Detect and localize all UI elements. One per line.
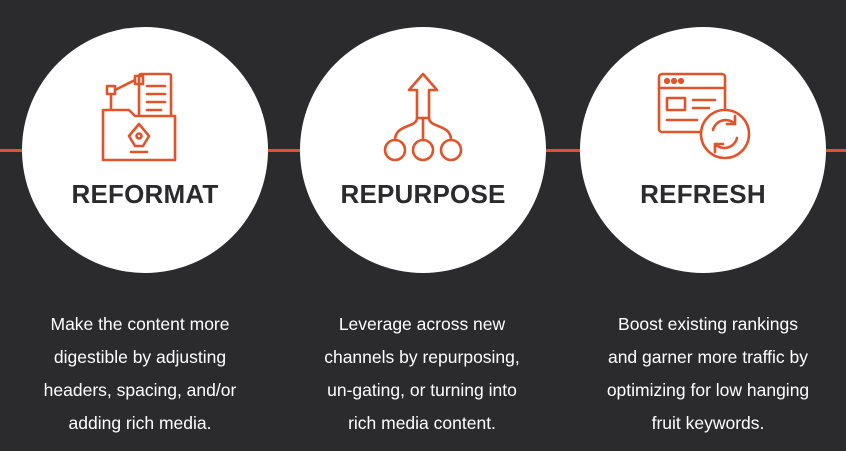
refresh-description: Boost existing rankings and garner more … — [578, 308, 838, 440]
reformat-circle: REFORMAT — [22, 27, 268, 273]
description-line: rich media content. — [348, 413, 496, 433]
repurpose-title: REPURPOSE — [340, 179, 506, 209]
refresh-circle: REFRESH — [580, 27, 826, 273]
repurpose-description: Leverage across new channels by repurpos… — [292, 308, 552, 440]
description-line: Leverage across new — [338, 314, 506, 334]
description-line: adding rich media. — [68, 413, 212, 433]
reformat-description: Make the content more digestible by adju… — [10, 308, 270, 440]
repurpose-circle: REPURPOSE — [300, 27, 546, 273]
description-line: headers, spacing, and/or — [43, 380, 237, 400]
reformat-title: REFORMAT — [71, 179, 219, 209]
folder-pen-icon — [95, 72, 195, 162]
description-line: digestible by adjusting — [53, 347, 227, 367]
description-line: Boost existing rankings — [618, 314, 798, 334]
refresh-title: REFRESH — [640, 179, 766, 209]
description-line: channels by repurposing, — [324, 347, 520, 367]
browser-refresh-icon — [653, 72, 753, 162]
description-line: Make the content more — [50, 314, 230, 334]
description-line: and garner more traffic by — [607, 347, 809, 367]
description-line: fruit keywords. — [651, 413, 765, 433]
description-line: optimizing for low hanging — [606, 380, 810, 400]
description-line: un-gating, or turning into — [327, 380, 517, 400]
branching-arrow-icon — [373, 72, 473, 162]
